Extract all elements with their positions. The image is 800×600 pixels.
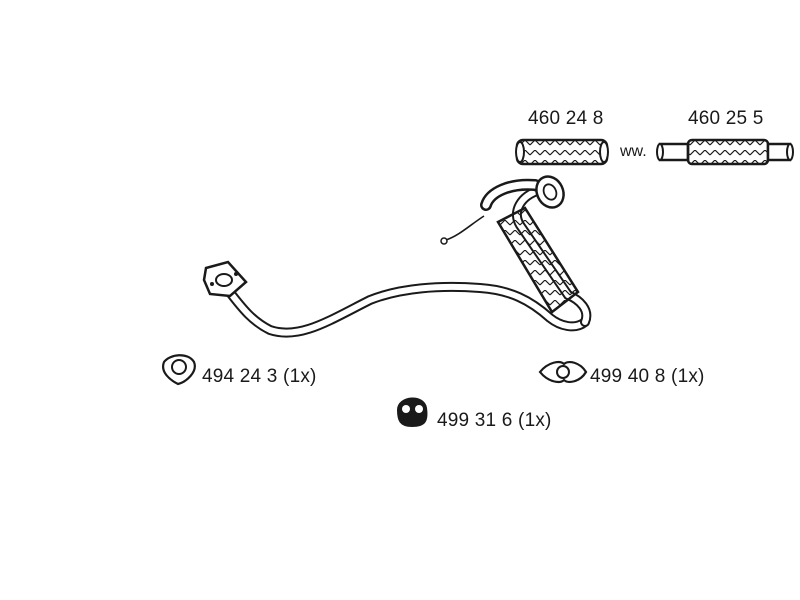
gasket-rear-number: 499 40 8 (1x) xyxy=(590,366,705,388)
oval-flange-gasket-icon xyxy=(538,361,588,383)
connector-text: ww. xyxy=(620,143,647,160)
rubber-hanger-icon xyxy=(396,397,428,428)
rubber-mount-number: 499 31 6 (1x) xyxy=(437,410,552,432)
triangular-flange-gasket-icon xyxy=(162,354,196,386)
rear-flange xyxy=(535,175,565,209)
flex-pipe-b-number: 460 25 5 xyxy=(688,108,764,129)
pipe-flex-section xyxy=(496,206,580,314)
flex-pipe-b-drawing xyxy=(656,138,794,166)
flex-pipe-a-drawing xyxy=(515,138,609,166)
gasket-front-number: 494 24 3 (1x) xyxy=(202,366,317,388)
rubber-mount-qty: (1x) xyxy=(518,410,552,431)
rubber-mount-part-number: 499 31 6 xyxy=(437,410,513,431)
flex-pipe-a-number: 460 24 8 xyxy=(528,108,604,129)
gasket-front-part-number: 494 24 3 xyxy=(202,366,278,387)
front-flange xyxy=(202,260,248,298)
pipe-upper-bend xyxy=(440,178,554,245)
gasket-rear-part-number: 499 40 8 xyxy=(590,366,666,387)
gasket-rear-qty: (1x) xyxy=(671,366,705,387)
gasket-front-qty: (1x) xyxy=(283,366,317,387)
